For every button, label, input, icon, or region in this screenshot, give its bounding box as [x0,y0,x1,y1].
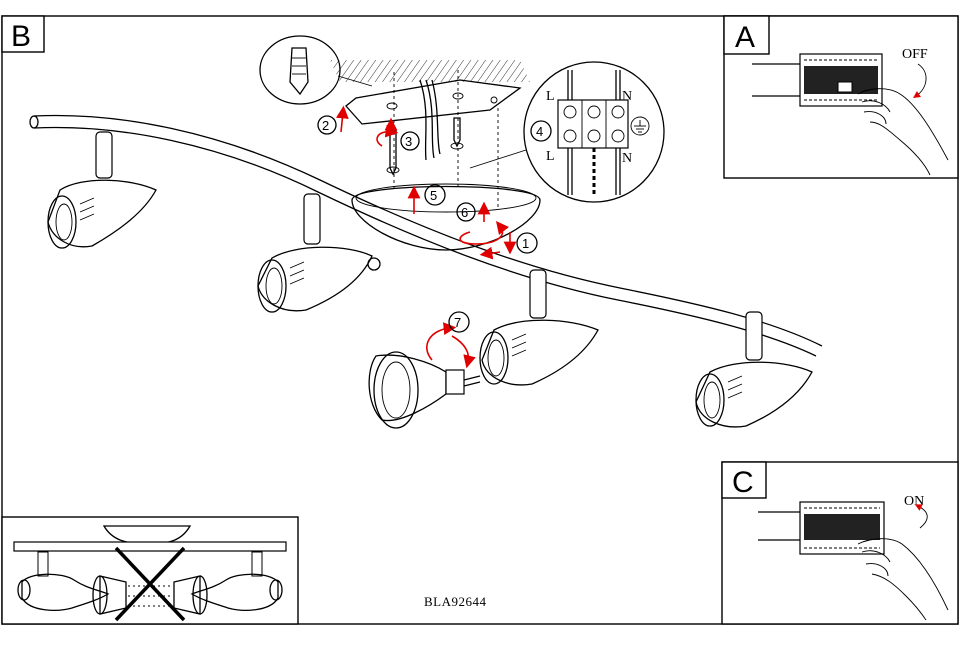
svg-text:N: N [622,89,632,104]
step-5-marker: 5 [424,184,446,206]
model-code: BLA92644 [424,594,487,609]
ground-symbol-icon [630,116,650,136]
hand-icon-c [857,538,949,621]
svg-text:7: 7 [454,315,461,330]
panel-b-label: B [1,15,45,53]
terminal-block-inset: L N L N [469,61,665,203]
spotlight-1 [47,131,157,249]
hand-icon [857,88,949,176]
spot-right-small [190,551,283,611]
off-text: OFF [902,47,928,62]
svg-text:L: L [546,149,555,164]
ceiling-hatch [330,60,530,82]
panel-a-breaker-off: A OFF [723,15,959,179]
step-4-marker: 4 [530,120,552,142]
reflector-bulb [368,351,481,429]
breaker-block-off [799,53,883,107]
spot-left-small [17,551,110,611]
step-7-marker: 7 [448,311,470,333]
prohibition-panel [1,516,299,625]
spotlight-2 [257,193,381,313]
spotlight-4 [695,311,813,428]
svg-text:N: N [622,151,632,166]
svg-text:C: C [732,466,754,499]
svg-text:1: 1 [522,236,529,251]
supply-wires [419,79,441,161]
svg-text:5: 5 [430,188,437,203]
step-1-marker: 1 [516,232,538,254]
prohibited-cross-icon [114,546,186,622]
spotlight-3 [479,269,599,386]
curved-rail [29,114,823,357]
ceiling-canopy [351,183,541,251]
panel-c-breaker-on: C ON [721,461,959,625]
svg-text:L: L [546,89,555,104]
red-arrows [335,105,517,369]
svg-text:A: A [735,21,755,54]
svg-text:4: 4 [536,124,543,139]
step-6-marker: 6 [456,202,476,222]
svg-text:3: 3 [405,134,412,149]
on-text: ON [904,494,924,509]
svg-text:2: 2 [322,118,329,133]
svg-text:B: B [11,20,31,53]
svg-text:6: 6 [461,205,468,220]
step-2-marker: 2 [317,115,337,135]
step-3-marker: 3 [400,131,420,151]
outer-frame [1,15,959,625]
breaker-block-on [799,501,885,555]
